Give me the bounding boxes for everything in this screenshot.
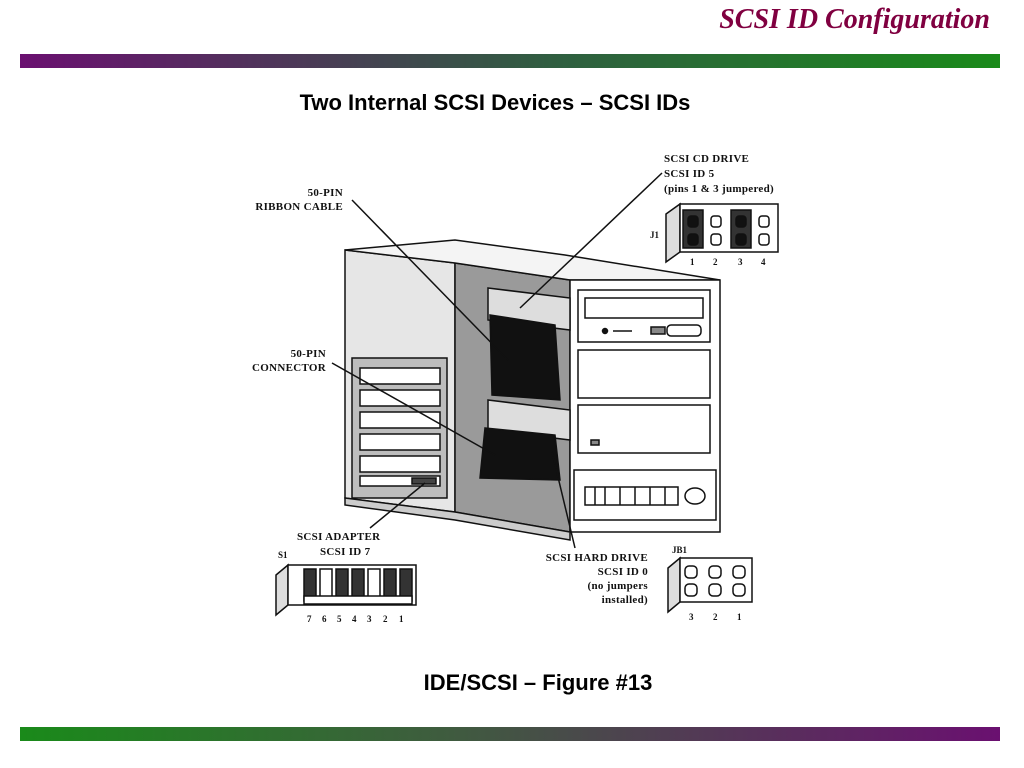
case-base <box>344 497 571 541</box>
adapter-pin-number: 1 <box>399 614 404 624</box>
adapter-label-2: SCSI ID 7 <box>320 546 371 558</box>
blank-drive-bay <box>577 349 711 399</box>
ribbon-cable-upper <box>489 314 561 401</box>
hard-drive-pointer <box>551 451 576 549</box>
slide-title: SCSI ID Configuration <box>719 4 990 35</box>
expansion-slot <box>359 455 441 473</box>
adapter-pin-number: 5 <box>337 614 342 624</box>
hard-drive-label-1: SCSI HARD DRIVE <box>546 552 648 564</box>
cd-pin-number: 2 <box>713 257 718 267</box>
ribbon-cable-pointer <box>351 199 509 361</box>
hard-drive-label-4: installed) <box>602 594 648 606</box>
cd-pin-number: 4 <box>761 257 766 267</box>
hard-drive-front <box>577 404 711 454</box>
figure-subtitle: Two Internal SCSI Devices – SCSI IDs <box>299 90 691 115</box>
expansion-slot <box>359 433 441 451</box>
adapter-pin-number: 7 <box>307 614 312 624</box>
figure-caption: IDE/SCSI – Figure #13 <box>423 670 653 695</box>
header-band <box>20 54 1000 68</box>
hd-jumper-label: JB1 <box>672 545 688 555</box>
hd-pin-number: 1 <box>737 612 742 622</box>
cd-pin-number: 1 <box>690 257 695 267</box>
footer-band <box>20 727 1000 741</box>
adapter-pin-number: 4 <box>352 614 357 624</box>
power-button <box>684 487 706 505</box>
expansion-slot <box>359 389 441 407</box>
adapter-jumper-label: S1 <box>278 550 288 560</box>
cd-drive-label-3: (pins 1 & 3 jumpered) <box>664 183 774 195</box>
adapter-label-1: SCSI ADAPTER <box>297 531 381 543</box>
connector-pointer <box>331 362 496 456</box>
connector-label-2: CONNECTOR <box>252 362 327 374</box>
cd-drive-pointer <box>519 172 663 309</box>
ribbon-cable-lower <box>479 427 561 481</box>
cd-jumper-block-side <box>665 202 681 264</box>
cd-pin-number: 3 <box>738 257 743 267</box>
connector-label-1: 50-PIN <box>291 348 326 360</box>
cd-indicator-icon <box>601 327 609 335</box>
hard-drive-label-3: (no jumpers <box>588 580 649 592</box>
scsi-adapter-card <box>359 475 441 487</box>
expansion-slot <box>359 411 441 429</box>
hard-drive-label-2: SCSI ID 0 <box>598 566 649 578</box>
cd-button <box>666 324 702 337</box>
cd-eject-button <box>650 326 666 335</box>
ribbon-cable-label-1: 50-PIN <box>308 187 343 199</box>
ribbon-cable-label-2: RIBBON CABLE <box>255 201 343 213</box>
cd-drive-label-1: SCSI CD DRIVE <box>664 153 749 165</box>
adapter-pointer <box>369 482 426 529</box>
cd-tray <box>584 297 704 319</box>
hd-pin-number: 3 <box>689 612 694 622</box>
adapter-pin-number: 2 <box>383 614 388 624</box>
hd-jumper-block-side <box>667 556 681 614</box>
front-control-strip <box>584 486 679 506</box>
cd-drive-label-2: SCSI ID 5 <box>664 168 715 180</box>
adapter-pin-number: 6 <box>322 614 327 624</box>
hd-pin-number: 2 <box>713 612 718 622</box>
adapter-pin-number: 3 <box>367 614 372 624</box>
adapter-jumper-block-side <box>275 563 289 617</box>
cd-jumper-label: J1 <box>650 230 660 240</box>
expansion-slot <box>359 367 441 385</box>
hd-led <box>590 439 600 446</box>
